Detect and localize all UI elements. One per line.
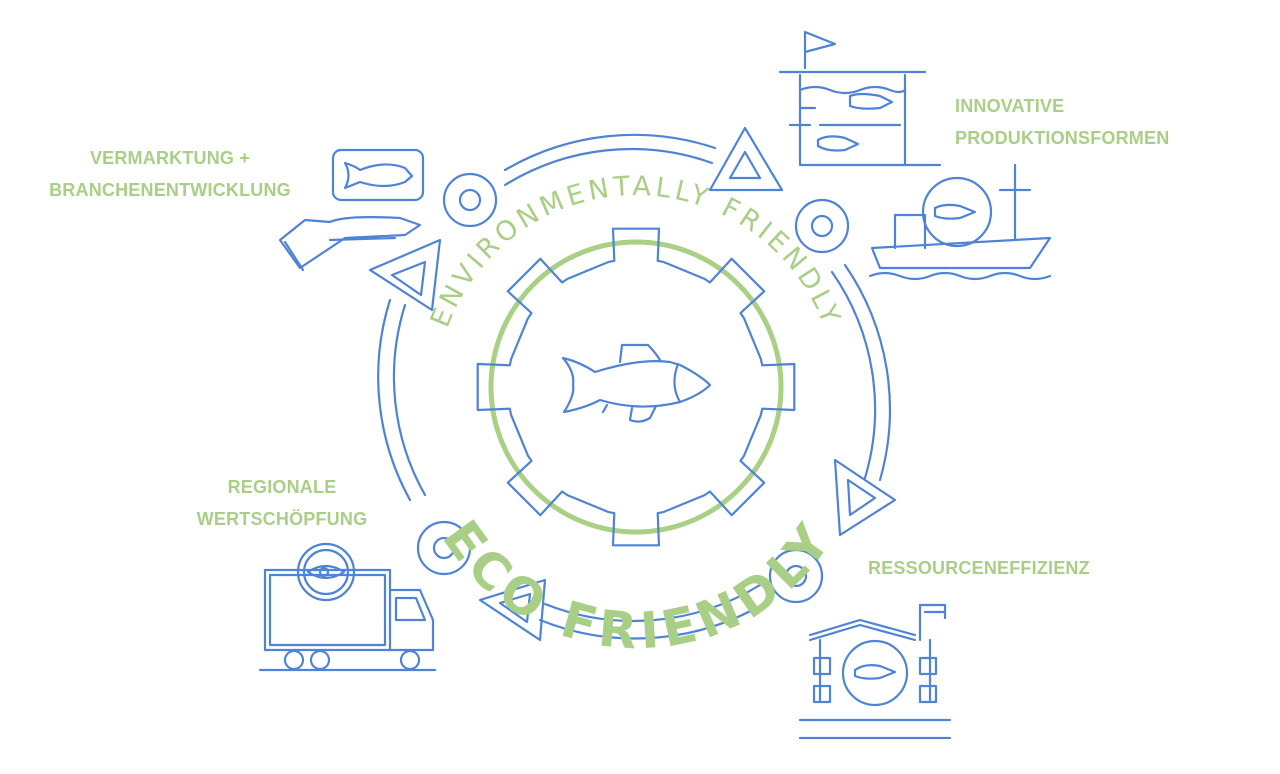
label-vermarktung: VERMARKTUNG + BRANCHENENTWICKLUNG (20, 142, 320, 206)
ring-text-top: ENVIRONMENTALLY FRIENDLY (425, 171, 847, 332)
label-innovative-produktionsformen: INNOVATIVE PRODUKTIONSFORMEN (955, 90, 1169, 154)
label-line: RESSOURCENEFFIZIENZ (868, 558, 1090, 578)
label-line: REGIONALE (227, 477, 337, 497)
arrow-head-left (368, 238, 442, 312)
label-regionale-wertschoepfung: REGIONALE WERTSCHÖPFUNG (172, 471, 392, 535)
arrow-head-bottom (478, 578, 547, 642)
recycling-facility-icon (798, 603, 952, 740)
green-inner-ring (488, 239, 784, 535)
delivery-truck-icon (258, 542, 437, 672)
label-ressourceneffizienz: RESSOURCENEFFIZIENZ (868, 552, 1090, 584)
gear-icon (476, 227, 796, 547)
arrow-head-right (833, 458, 897, 537)
fishing-boat-icon (868, 163, 1052, 281)
cycle-ring (377, 133, 891, 640)
center-fish-icon (561, 343, 712, 423)
label-line: BRANCHENENTWICKLUNG (49, 180, 291, 200)
gear-outline (476, 227, 796, 547)
ring-dots (416, 172, 850, 604)
label-line: VERMARKTUNG + (89, 148, 251, 168)
hand-fish-card-icon (278, 148, 425, 272)
fish-tank-icon (778, 30, 942, 167)
label-line: WERTSCHÖPFUNG (196, 509, 368, 529)
label-line: INNOVATIVE (955, 96, 1065, 116)
arrow-head-top (708, 126, 784, 192)
label-line: PRODUKTIONSFORMEN (955, 128, 1170, 148)
